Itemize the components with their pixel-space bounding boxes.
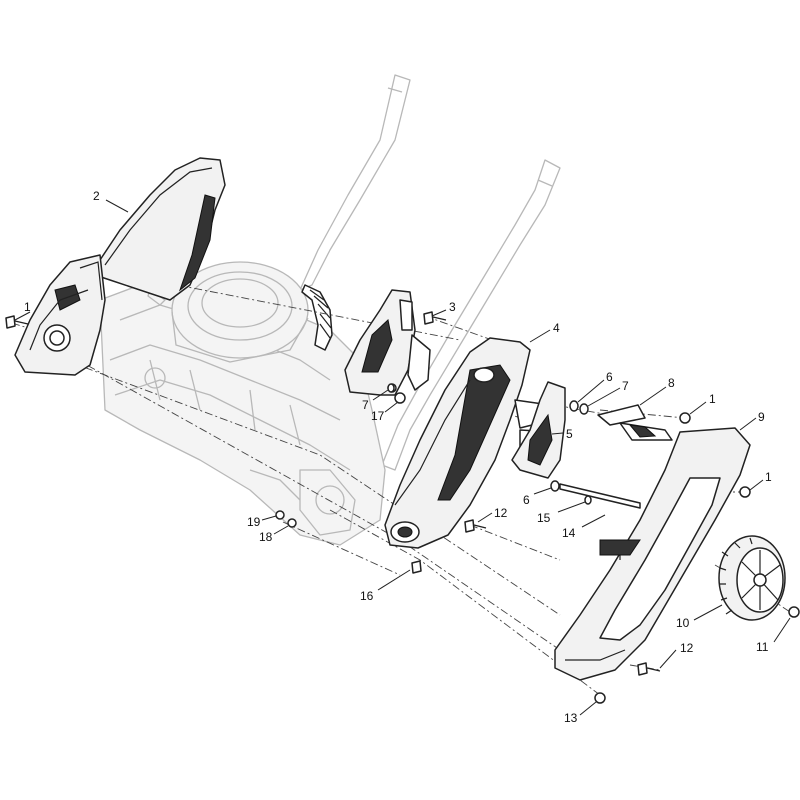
callout-12-lower: 12 [680,641,694,655]
callout-1-left: 1 [24,300,31,314]
callout-15: 15 [537,511,551,525]
leader-lines [14,199,791,716]
callout-4: 4 [553,321,560,335]
part-5-inner-plate [511,381,566,479]
part-3-bracket [344,289,431,396]
callout-16: 16 [360,589,374,603]
part-9-right-side-cover [554,427,751,681]
callout-9: 9 [758,410,765,424]
callout-10: 10 [676,616,690,630]
callout-11: 11 [756,640,769,654]
callout-19: 19 [247,515,261,529]
callout-5: 5 [566,427,573,441]
callout-18: 18 [259,530,273,544]
callout-1-lower-right: 1 [765,470,772,484]
hardware [5,311,800,704]
callout-14: 14 [562,526,576,540]
callout-8: 8 [668,376,675,390]
callout-6-lower: 6 [523,493,530,507]
callout-7-left: 7 [362,398,369,412]
callout-6-upper: 6 [606,370,613,384]
callout-7-right: 7 [622,379,629,393]
callout-3: 3 [449,300,456,314]
callout-labels: 1 2 3 4 5 6 7 8 1 9 7 17 1 6 15 14 12 19… [24,189,772,725]
part-14-axle [559,483,641,509]
callout-17: 17 [371,409,385,423]
callout-2: 2 [93,189,100,203]
callout-1-upper-right: 1 [709,392,716,406]
part-10-wheel [718,535,786,621]
ghost-assembly [99,74,561,546]
callout-13: 13 [564,711,578,725]
part-2-left-side-cover [14,157,226,376]
part-8-small-bracket [597,404,673,441]
callout-12-upper: 12 [494,506,508,520]
